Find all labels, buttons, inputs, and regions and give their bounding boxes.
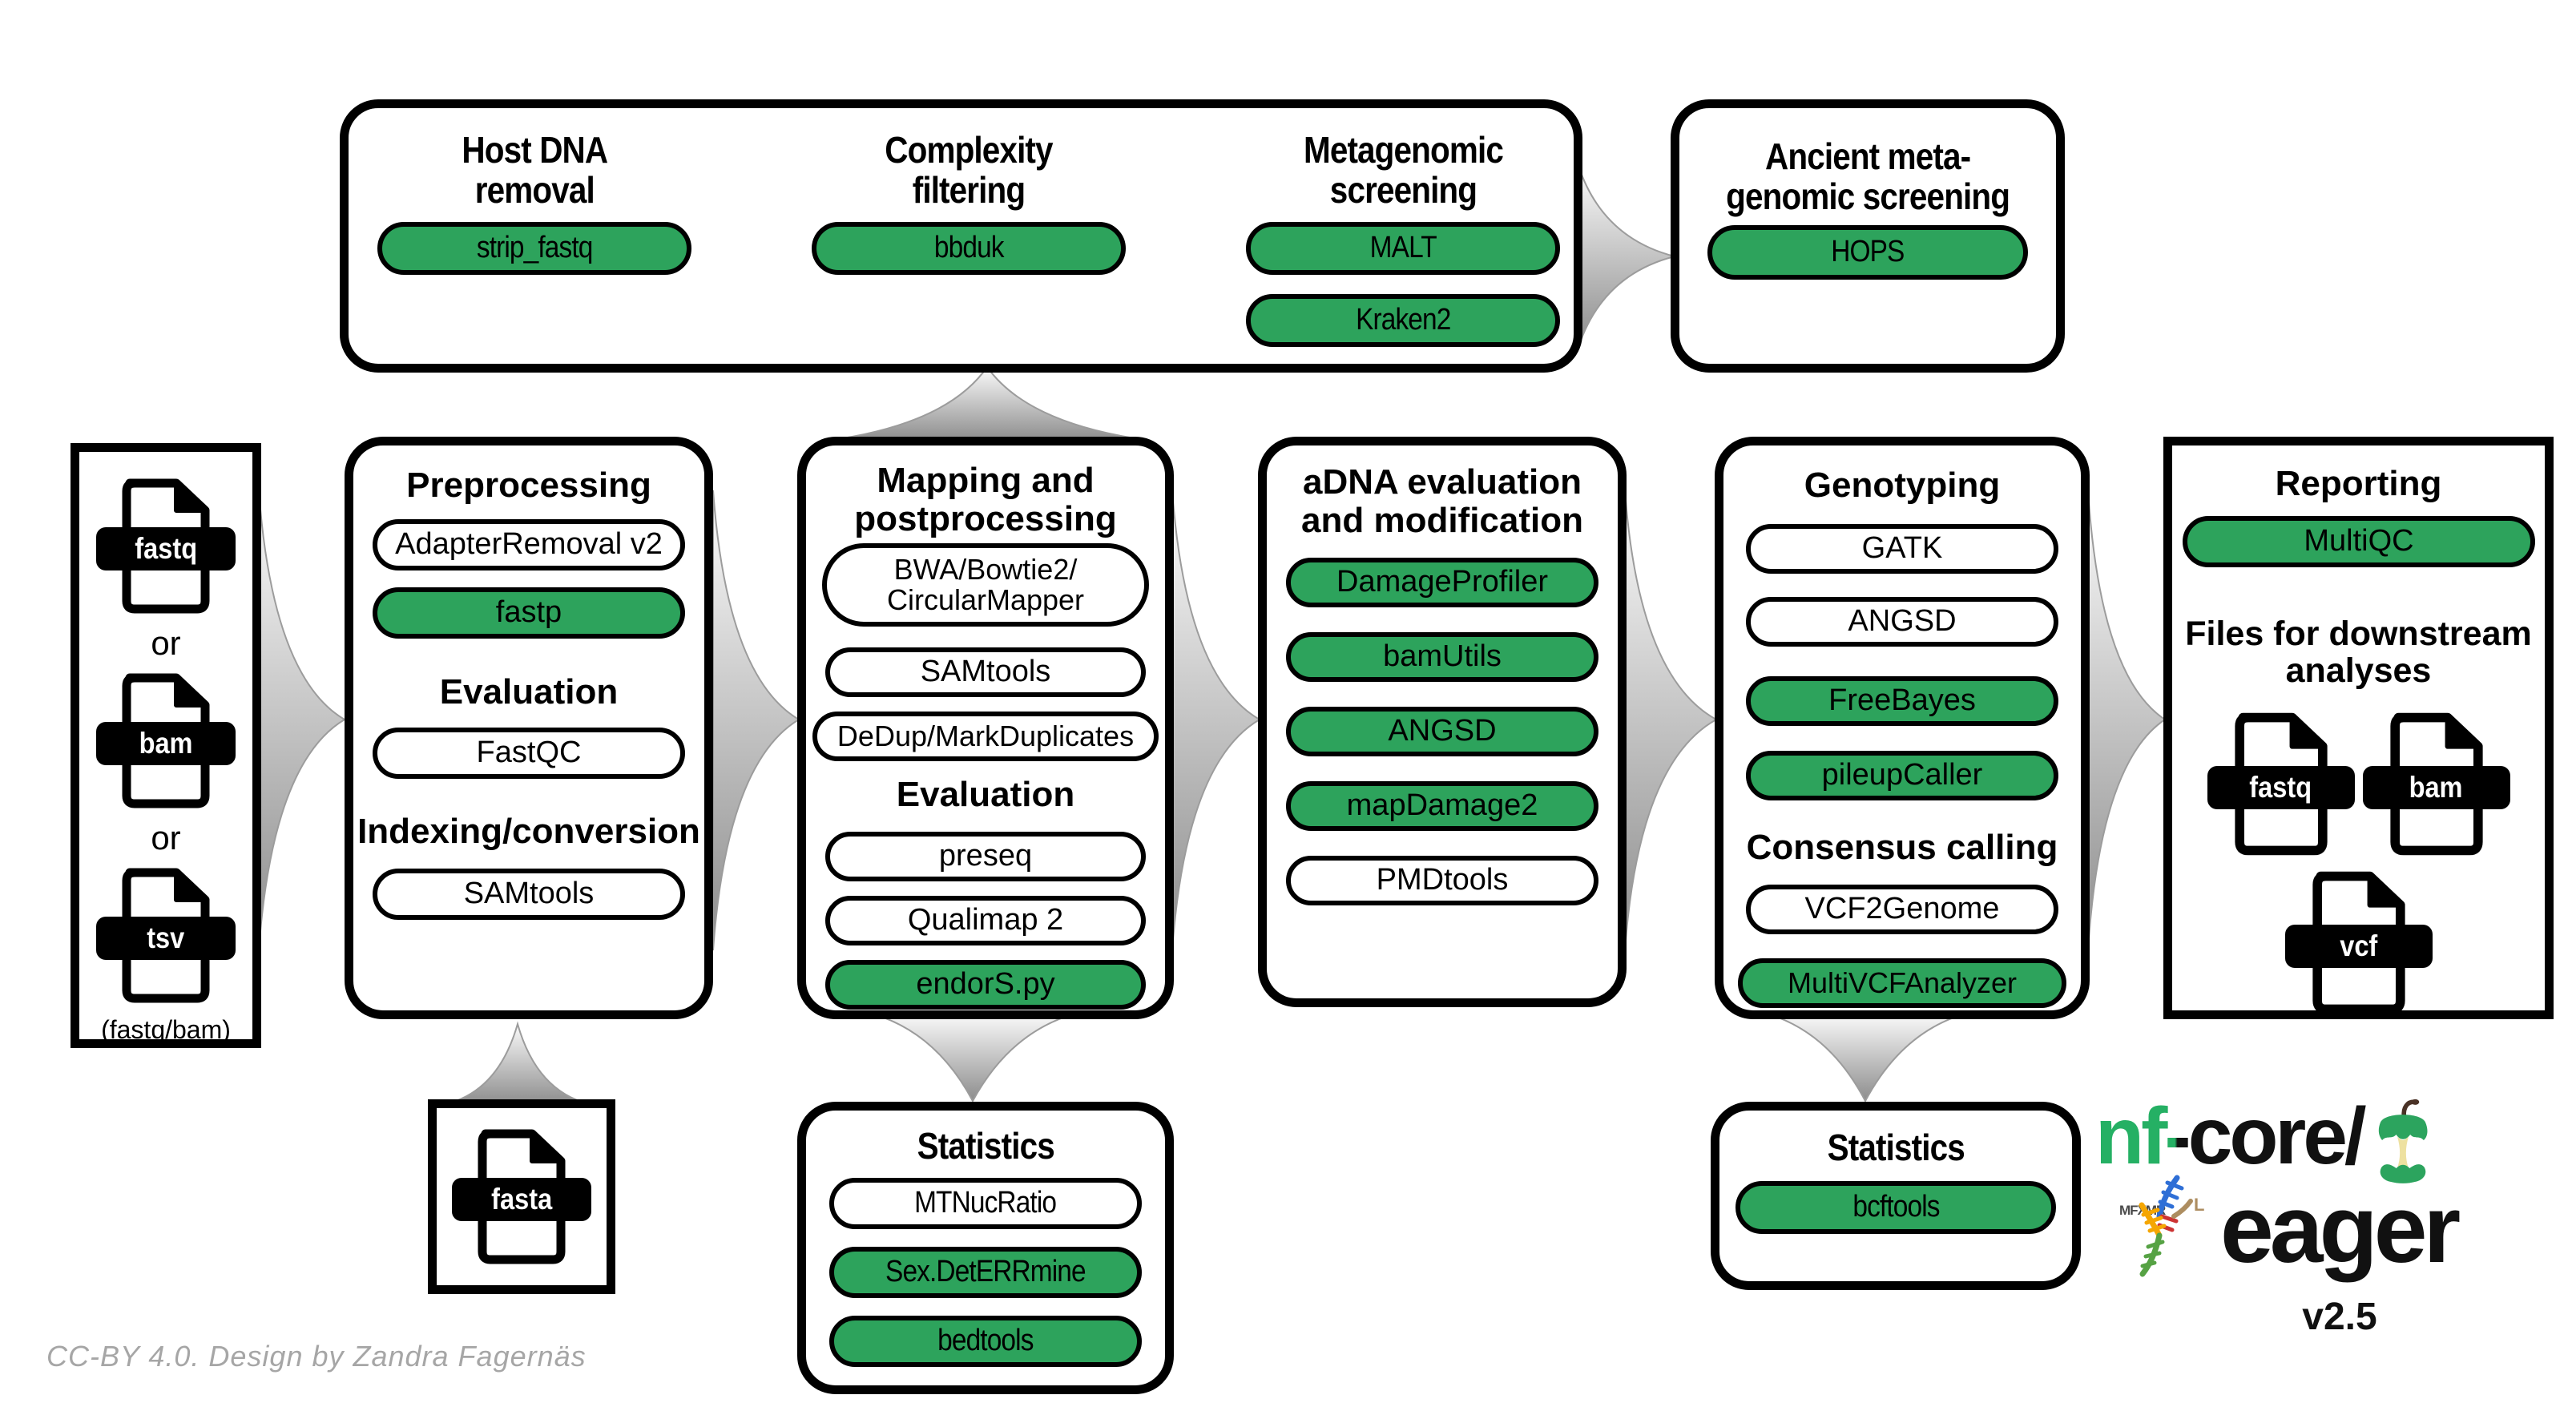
tool-preseq: preseq (825, 832, 1146, 881)
tool-dedup-markduplicates: DeDup/MarkDuplicates (812, 712, 1159, 761)
tool-bbduk: bbduk (812, 222, 1126, 275)
arrow-input-to-preprocessing (258, 490, 346, 951)
fastq-output-icon: fastq (2207, 710, 2355, 858)
tool-sexdeterrmine: Sex.DetERRmine (829, 1247, 1142, 1298)
license-credit: CC-BY 4.0. Design by Zandra Fagernäs (46, 1340, 587, 1373)
statistics-mid-box: Statistics MTNucRatio Sex.DetERRmine bed… (797, 1102, 1174, 1394)
tool-samtools-preproc: SAMtools (373, 869, 685, 920)
consensus-heading: Consensus calling (1746, 828, 2058, 867)
tsv-file-icon: tsv (96, 865, 236, 1006)
tool-angsd-adna: ANGSD (1286, 707, 1598, 756)
downstream-files-row: fastq bam (2172, 710, 2545, 858)
tool-pileupcaller: pileupCaller (1746, 751, 2058, 800)
evaluation-heading: Evaluation (439, 672, 619, 712)
tool-vcf2genome: VCF2Genome (1746, 885, 2058, 934)
logo-line1: nf-core/ (2095, 1096, 2431, 1187)
arrow-fasta-to-preprocessing (445, 1021, 591, 1105)
dna-helix-icon: MFXMR L (2119, 1175, 2208, 1277)
tool-bcftools: bcftools (1735, 1181, 2056, 1234)
arrow-mapping-to-adna (1171, 490, 1261, 951)
arrow-mapping-to-statistics (871, 1013, 1076, 1103)
or-separator: or (151, 624, 181, 662)
tool-endors-py: endorS.py (825, 960, 1146, 1010)
indexing-heading: Indexing/conversion (357, 812, 700, 851)
genotyping-title: Genotyping (1804, 466, 2001, 505)
tool-fastp: fastp (373, 587, 685, 639)
bam-output-icon: bam (2362, 710, 2510, 858)
rune-l-text: L (2194, 1195, 2204, 1215)
ancient-screening-title: Ancient meta-genomic screening (1726, 135, 2010, 217)
vcf-output-icon: vcf (2284, 869, 2433, 1017)
fasta-file-icon: fasta (452, 1127, 591, 1267)
arrow-screening-to-ancient (1578, 165, 1675, 348)
tool-qualimap2: Qualimap 2 (825, 896, 1146, 945)
reporting-title: Reporting (2275, 464, 2442, 503)
fastq-file-icon: fastq (96, 476, 236, 616)
vcf-file-row: vcf (2172, 869, 2545, 1017)
tool-malt: MALT (1246, 222, 1560, 275)
preprocessing-box: Preprocessing AdapterRemoval v2 fastp Ev… (345, 437, 713, 1019)
tool-samtools-mapping: SAMtools (825, 647, 1146, 697)
tool-hops: HOPS (1707, 225, 2028, 280)
preprocessing-title: Preprocessing (406, 466, 651, 505)
logo-name: eager (2220, 1175, 2461, 1283)
tool-strip-fastq: strip_fastq (377, 222, 691, 275)
tool-multivcfanalyzer: MultiVCFAnalyzer (1738, 958, 2066, 1008)
tool-bamutils: bamUtils (1286, 632, 1598, 682)
tool-bedtools: bedtools (829, 1316, 1142, 1367)
evaluation-heading-mapping: Evaluation (896, 775, 1075, 814)
logo-nf: nf (2095, 1091, 2167, 1181)
arrow-genotyping-to-statistics (1766, 1013, 1966, 1103)
tool-mtnucratio: MTNucRatio (829, 1178, 1142, 1229)
statistics-right-box: Statistics bcftools (1711, 1102, 2081, 1290)
logo-version: v2.5 (2302, 1296, 2377, 1338)
tool-bwa-bowtie2-circularmapper: BWA/Bowtie2/CircularMapper (822, 543, 1149, 627)
statistics-right-title: Statistics (1827, 1127, 1965, 1168)
or-separator: or (151, 819, 181, 857)
bam-file-icon: bam (96, 671, 236, 811)
logo-line2: MFXMR L eager (2119, 1175, 2461, 1283)
tool-fastqc: FastQC (373, 728, 685, 779)
nf-core-eager-logo: nf-core/ MFXMR L (2095, 1096, 2564, 1353)
genotyping-box: Genotyping GATK ANGSD FreeBayes pileupCa… (1715, 437, 2090, 1019)
tool-pmdtools: PMDtools (1286, 856, 1598, 905)
fasta-box: fasta (428, 1099, 615, 1294)
apple-core-icon (2378, 1099, 2428, 1183)
arrow-adna-to-genotyping (1624, 490, 1719, 951)
ancient-screening-box: Ancient meta-genomic screening HOPS (1671, 99, 2065, 373)
input-files-box: fastq or bam or tsv (fastq/bam) (71, 443, 261, 1048)
tool-kraken2: Kraken2 (1246, 294, 1560, 347)
tool-multiqc: MultiQC (2183, 516, 2535, 567)
tool-freebayes: FreeBayes (1746, 676, 2058, 726)
statistics-mid-title: Statistics (917, 1125, 1054, 1167)
arrow-preprocessing-to-mapping (712, 490, 800, 951)
logo-dash: - (2164, 1091, 2191, 1181)
tool-adapterremoval: AdapterRemoval v2 (373, 519, 685, 570)
arrow-mapping-to-screening (826, 365, 1152, 441)
tool-gatk: GATK (1746, 524, 2058, 574)
logo-core: core/ (2187, 1091, 2367, 1181)
tool-angsd-genotyping: ANGSD (1746, 597, 2058, 647)
arrow-genotyping-to-reporting (2087, 490, 2167, 951)
input-note: (fastq/bam) (101, 1015, 231, 1044)
tool-damageprofiler: DamageProfiler (1286, 558, 1598, 607)
tool-mapdamage2: mapDamage2 (1286, 781, 1598, 831)
